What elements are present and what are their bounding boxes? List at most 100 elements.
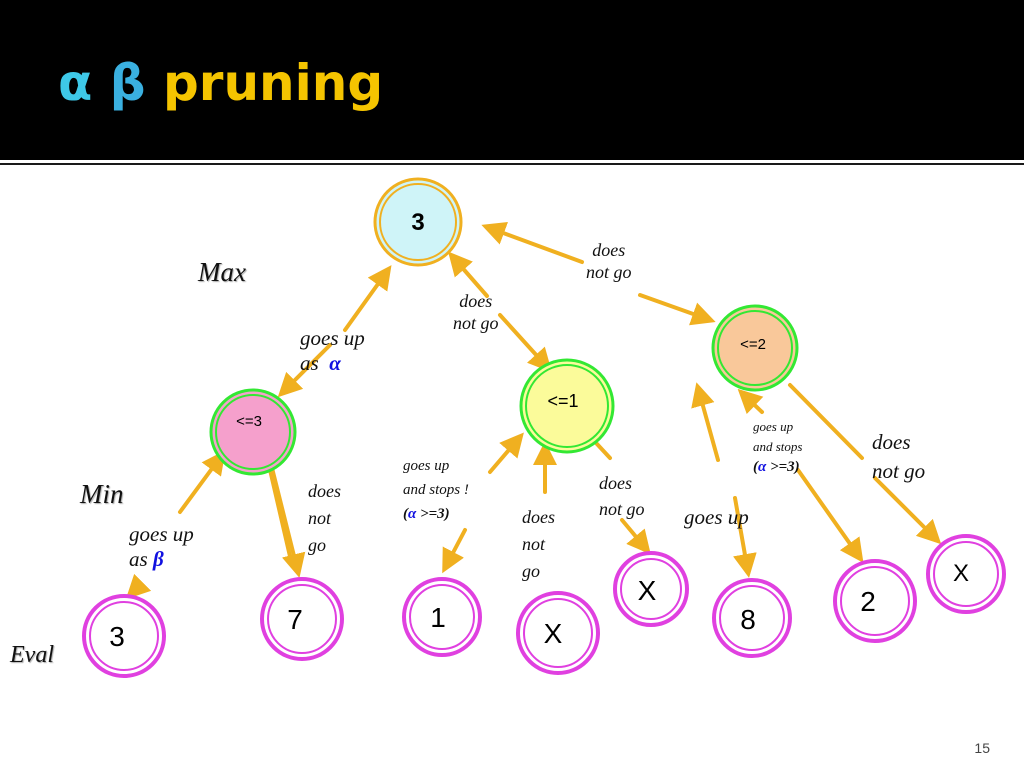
annotation-does-not-go-mid-right: does not go	[599, 470, 645, 522]
annotation-line: go	[308, 535, 326, 555]
leaf-node-7: 2	[833, 559, 917, 643]
root-node-value: 3	[411, 209, 424, 236]
annotation-does-not-go-root-mid: does not go	[453, 291, 499, 334]
leaf-node-1-value: 3	[109, 621, 125, 652]
annotation-does-not-go-left: does not go	[308, 478, 341, 559]
annotation-text: as	[129, 547, 148, 572]
annotation-line: as β	[129, 547, 194, 572]
leaf-node-3: 1	[402, 577, 482, 657]
beta-symbol: β	[152, 547, 164, 572]
leaf-node-4-value: X	[544, 618, 563, 649]
annotation-text: as	[300, 351, 319, 376]
annotation-line: goes up	[753, 419, 794, 434]
annotation-line: (α >=3)	[753, 456, 802, 479]
annotation-line: not go	[453, 312, 499, 333]
annotation-line: does	[522, 507, 555, 527]
arrow-minleft-to-leaf2	[268, 458, 306, 578]
annotation-text: (	[403, 506, 408, 522]
annotation-line: not	[308, 508, 332, 528]
annotation-does-not-go-mid-x: does not go	[522, 504, 555, 585]
annotation-line: (α >=3)	[403, 502, 469, 526]
annotation-line: go	[522, 561, 540, 581]
annotation-line: not	[522, 534, 546, 554]
min-node-left: <=3	[209, 388, 297, 476]
root-node: 3	[373, 177, 463, 267]
leaf-node-2-value: 7	[287, 604, 303, 635]
level-label-min: Min	[80, 479, 124, 509]
annotation-line: and stops !	[403, 482, 469, 498]
annotation-text: >=3)	[416, 506, 450, 522]
annotation-line: not go	[599, 499, 645, 520]
annotation-does-not-go-top-right: does not go	[586, 240, 632, 283]
annotation-line: not go	[586, 261, 632, 282]
level-label-max: Max	[198, 257, 246, 287]
header-divider	[0, 163, 1024, 165]
annotation-goes-up-as-beta: goes up as β	[129, 522, 194, 572]
annotation-goes-up-and-stops-mid: goes up and stops ! (α >=3)	[403, 454, 469, 526]
arrow-leaf6-to-minright	[691, 382, 720, 462]
annotation-line: does	[308, 481, 341, 501]
annotation-text: >=3)	[766, 459, 800, 475]
leaf-node-2: 7	[260, 577, 344, 661]
arrow-leaf7-to-minright	[737, 388, 764, 415]
annotation-text: (	[753, 459, 758, 475]
min-node-right: <=2	[711, 304, 799, 392]
alpha-symbol: α	[758, 459, 767, 475]
annotation-line: not go	[872, 459, 926, 484]
arrow-minright-to-leaf7	[796, 468, 864, 563]
arrow-leaf3-to-minmid	[488, 432, 524, 474]
alpha-symbol: α	[408, 506, 417, 522]
min-node-left-value: <=3	[236, 413, 262, 430]
annotation-line: as α	[300, 351, 365, 376]
leaf-node-5-value: X	[638, 575, 657, 606]
slide-title: α β pruning	[58, 58, 383, 108]
annotation-goes-up-as-alpha: goes up as α	[300, 326, 365, 376]
leaf-node-5: X	[613, 551, 689, 627]
annotation-line: does	[592, 240, 626, 260]
leaf-node-3-value: 1	[430, 602, 446, 633]
title-beta: β	[109, 54, 146, 112]
arrow-minright-to-leaf8	[788, 383, 864, 460]
arrow-root-to-minmid	[498, 313, 553, 373]
leaf-node-8: X	[926, 534, 1006, 614]
tree-arrows	[125, 221, 942, 600]
annotation-line: goes up	[684, 505, 749, 529]
arrow-minright-to-leaf6	[733, 496, 757, 578]
leaf-node-6: 8	[712, 578, 792, 658]
min-node-middle-value: <=1	[547, 391, 578, 411]
arrow-minmid-to-leaf5	[620, 518, 651, 555]
level-label-eval: Eval	[10, 642, 54, 668]
min-node-middle: <=1	[519, 358, 615, 454]
min-node-right-value: <=2	[740, 336, 766, 353]
page-number: 15	[974, 740, 990, 756]
annotation-line: does	[872, 430, 911, 454]
annotation-line: does	[599, 473, 632, 493]
annotation-line: goes up	[403, 458, 450, 474]
arrow-root-alpha-to-minleft	[277, 343, 332, 398]
annotation-line: goes up	[300, 326, 365, 350]
arrow-minleft-beta-to-leaf1	[125, 573, 152, 600]
annotation-goes-up-and-stops-right: goes up and stops (α >=3)	[753, 417, 802, 479]
arrow-leaf1-to-minleft	[178, 450, 226, 514]
annotation-does-not-go-far-right: does not go	[872, 428, 925, 487]
alpha-symbol: α	[329, 351, 341, 376]
arrow-root-to-minright	[638, 293, 716, 326]
annotation-line: goes up	[129, 522, 194, 546]
annotation-goes-up-right: goes up	[684, 505, 749, 530]
leaf-node-6-value: 8	[740, 604, 756, 635]
leaf-node-4: X	[516, 591, 600, 675]
title-alpha: α	[58, 54, 93, 112]
title-word: pruning	[163, 54, 384, 112]
arrow-minright-to-leaf8-b	[873, 476, 942, 545]
leaf-node-7-value: 2	[860, 586, 876, 617]
annotation-line: does	[459, 291, 493, 311]
arrow-minmid-to-root	[448, 251, 489, 298]
leaf-node-8-value: X	[953, 560, 969, 587]
arrow-minleft-to-root	[343, 265, 392, 332]
annotation-line: and stops	[753, 438, 803, 454]
slide-header	[0, 0, 1024, 160]
arrow-minmid-to-leaf3	[442, 528, 467, 574]
leaf-node-1: 3	[82, 594, 166, 678]
arrow-minright-to-root	[481, 221, 584, 264]
